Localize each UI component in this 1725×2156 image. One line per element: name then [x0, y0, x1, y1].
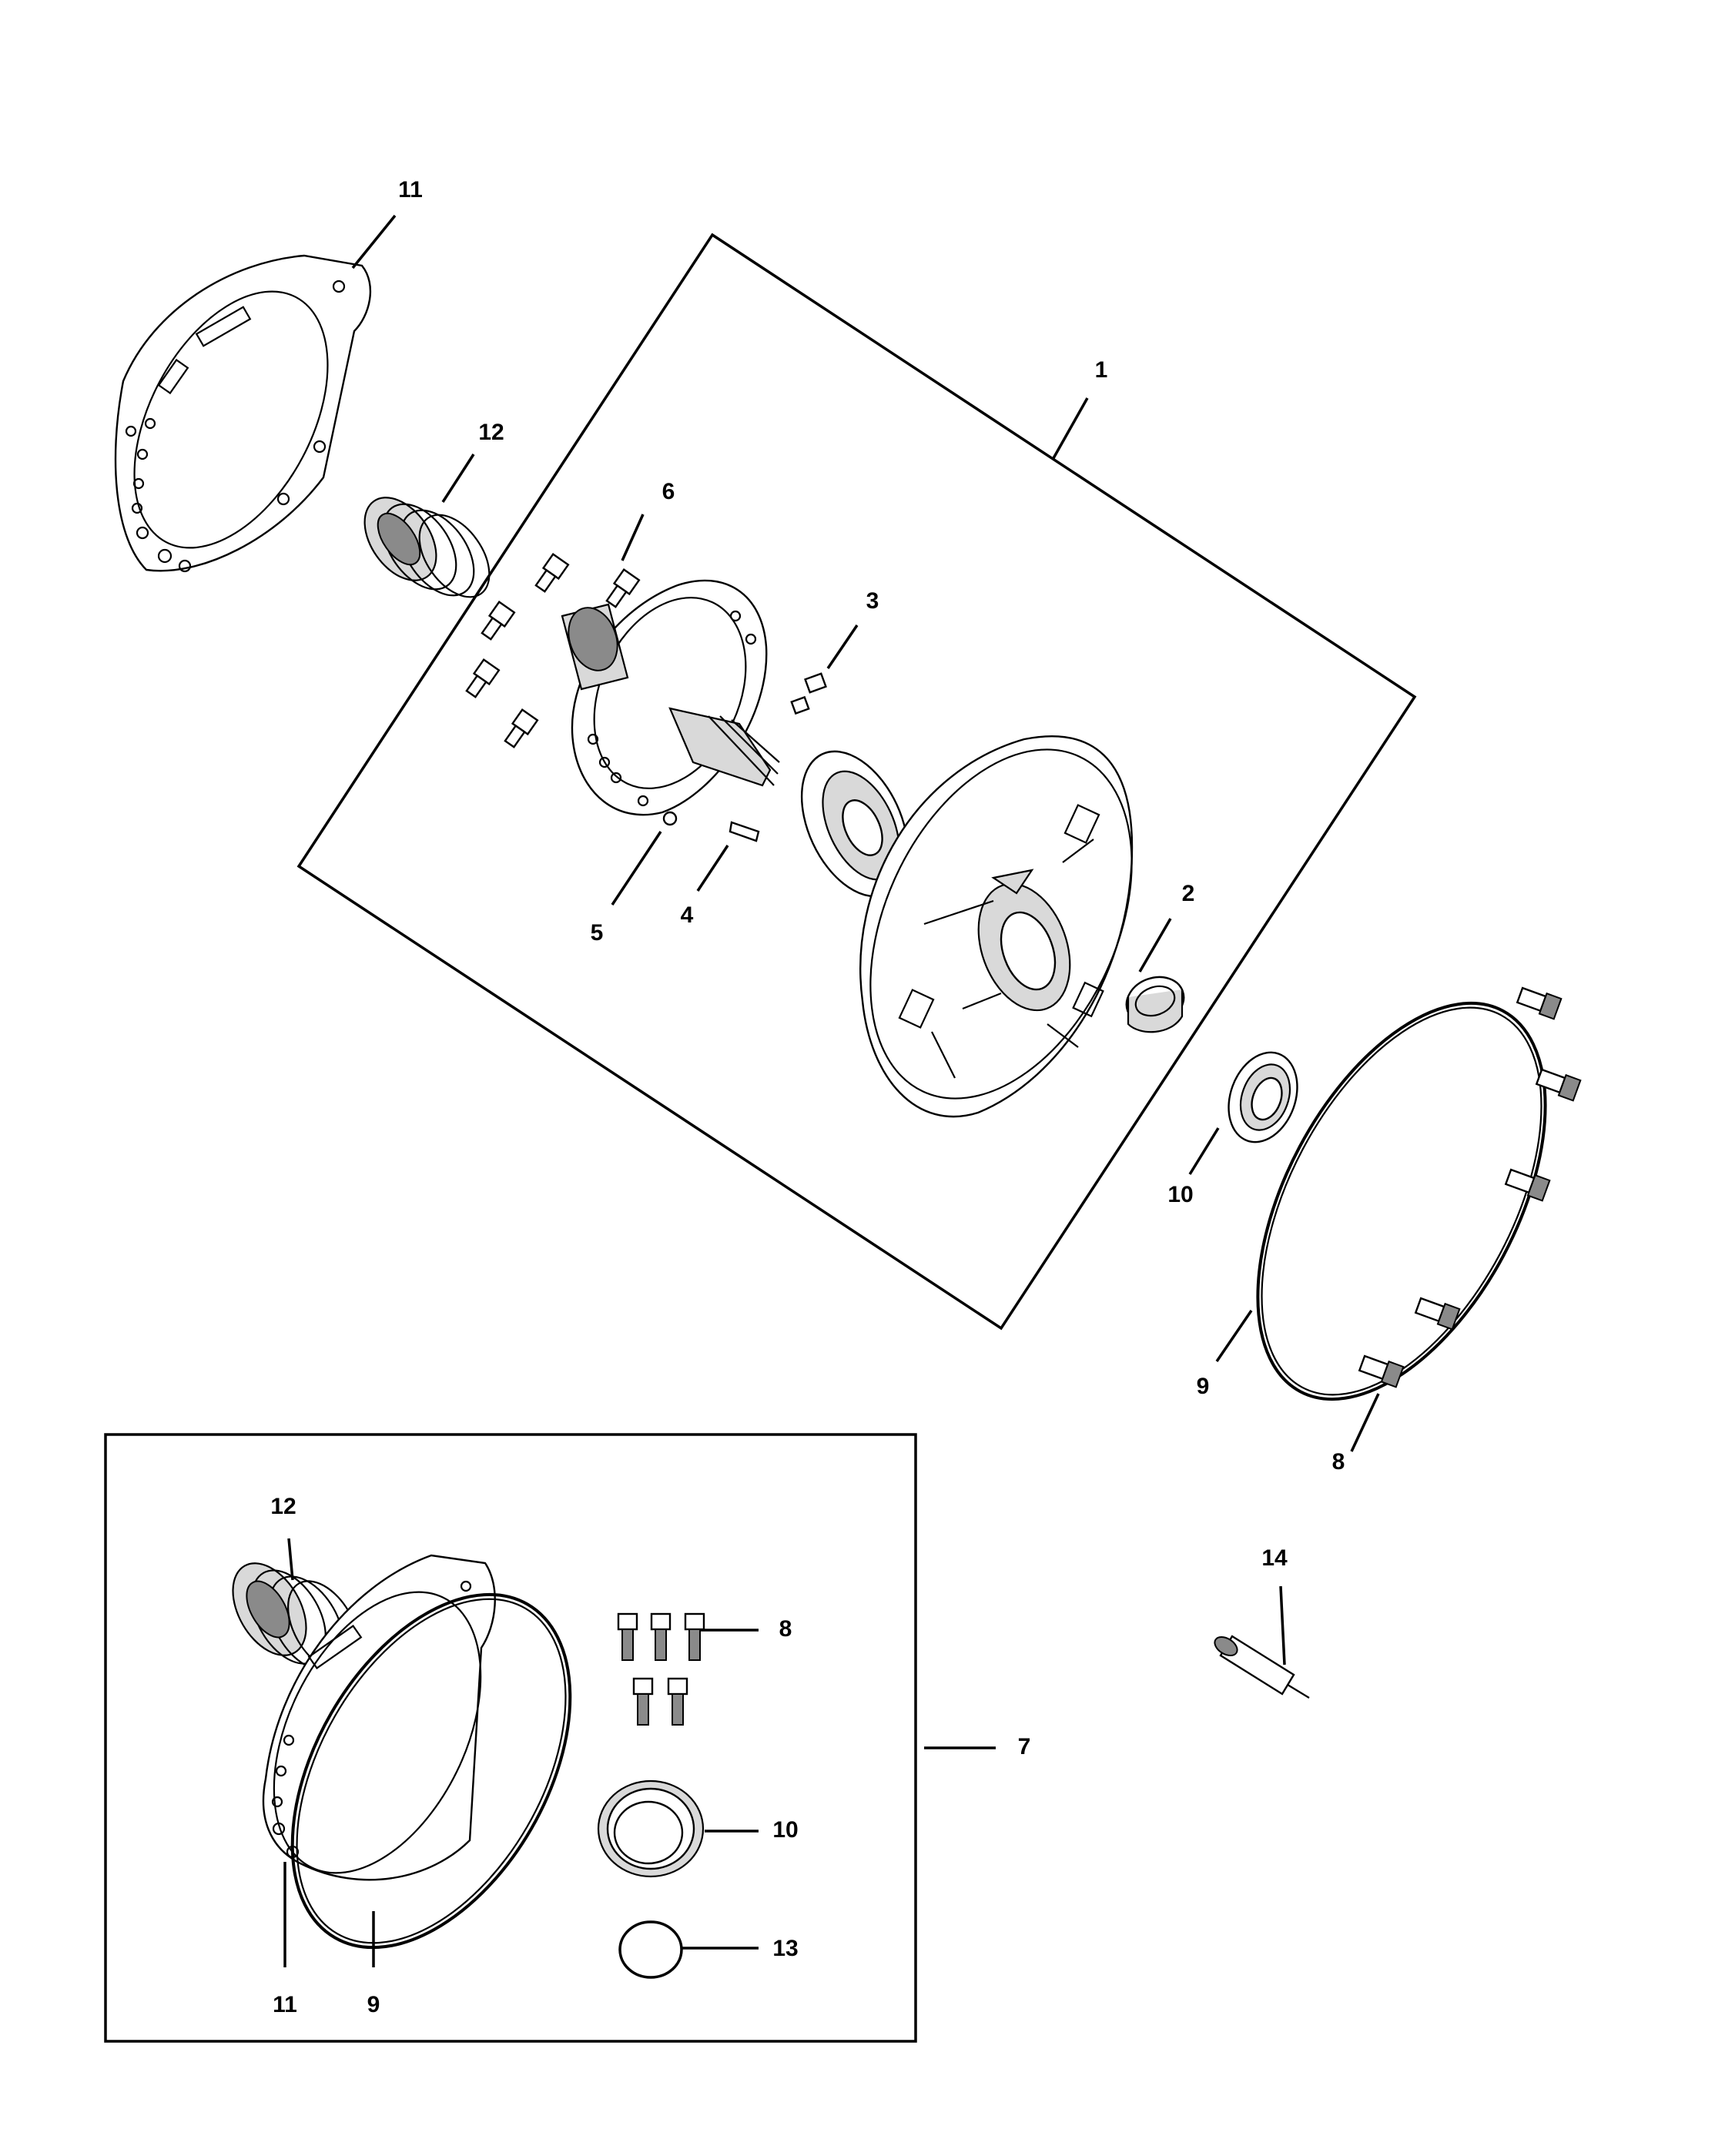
callout-2: 2 [1182, 881, 1195, 906]
callout-10-main: 10 [1167, 1182, 1193, 1207]
callout-7: 7 [1018, 1734, 1031, 1759]
kit-box-item-7 [104, 1433, 917, 2043]
callout-8-main: 8 [1332, 1449, 1345, 1475]
callout-8-kit: 8 [779, 1616, 792, 1642]
bolt-group-part-8-main [1358, 986, 1582, 1388]
callout-14: 14 [1261, 1545, 1288, 1571]
bolt-group-part-6 [465, 552, 641, 748]
callout-6: 6 [662, 479, 675, 504]
bushing-part-2 [1125, 976, 1185, 1033]
seal-rings-part-12-kit [232, 1562, 360, 1672]
callout-labels: 11 12 1 6 3 4 5 2 10 9 8 14 12 8 7 10 13… [270, 177, 1345, 2017]
gasket-part-11-kit [262, 1554, 496, 1881]
o-ring-part-9-main-inner [1261, 1006, 1542, 1396]
gasket-part-11 [114, 254, 372, 573]
stator-support [561, 579, 780, 816]
ball-part-5 [662, 811, 678, 826]
callout-5: 5 [591, 920, 604, 946]
callout-4: 4 [681, 902, 694, 928]
callout-1: 1 [1095, 357, 1108, 383]
filter-part-14 [1214, 1635, 1310, 1699]
o-ring-part-9-main [1256, 1001, 1547, 1401]
callout-11-main: 11 [398, 177, 423, 203]
pin-part-3 [790, 672, 827, 715]
callout-12-kit: 12 [270, 1494, 296, 1519]
pump-body [859, 735, 1134, 1118]
callout-10-kit: 10 [772, 1817, 798, 1843]
seal-part-10-main [1228, 1051, 1298, 1143]
leader-lines [283, 214, 1380, 1967]
callout-12-main: 12 [478, 420, 504, 445]
assembly-box-item-1 [296, 233, 1417, 1331]
seal-part-10-kit [597, 1779, 705, 1878]
bolt-group-part-8-kit [617, 1612, 705, 1726]
callout-13: 13 [772, 1936, 798, 1961]
gear-set [800, 750, 909, 898]
ring-part-13-kit [618, 1920, 683, 1979]
seal-rings-part-12 [363, 497, 491, 598]
o-ring-part-9-kit [290, 1592, 572, 1950]
callout-3: 3 [866, 588, 879, 614]
key-part-4 [729, 821, 760, 842]
callout-11-kit: 11 [273, 1992, 297, 2017]
callout-9-main: 9 [1197, 1374, 1210, 1399]
callout-9-kit: 9 [367, 1992, 380, 2017]
o-ring-part-9-kit-inner [296, 1598, 567, 1944]
